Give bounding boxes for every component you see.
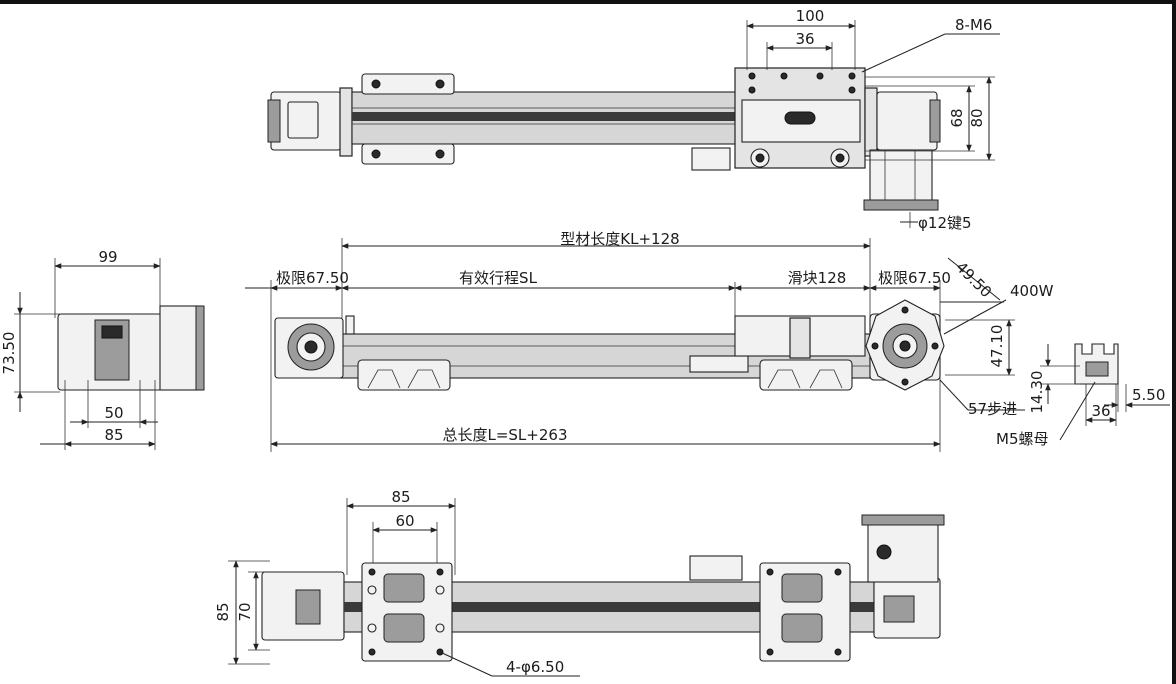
dim-top-36: 36 [795, 30, 814, 48]
top-frame-border [0, 0, 1176, 4]
bottom-left-slot [295, 589, 321, 625]
bottom-rail-slot [344, 602, 874, 612]
bottom-sensor [689, 555, 743, 581]
label-motor-stepper: 57步进 [968, 400, 1017, 418]
label-holes: 4-φ6.50 [506, 658, 564, 676]
top-motor-body [869, 149, 933, 205]
dim-slider: 滑块128 [788, 269, 847, 287]
front-foot-left [357, 359, 451, 391]
front-left-stop [345, 315, 355, 335]
dim-section-36: 36 [1091, 402, 1110, 420]
dim-limit-left: 极限67.50 [276, 269, 349, 287]
label-m5-nut: M5螺母 [996, 430, 1049, 448]
dim-left-99: 99 [98, 248, 117, 266]
label-motor-power: 400W [1010, 282, 1054, 300]
left-block [101, 325, 123, 339]
label-shaft-key: φ12键5 [918, 214, 972, 232]
left-motor-flange [195, 305, 205, 391]
bottom-motor-knob [876, 544, 892, 560]
section-view [1040, 343, 1170, 441]
top-right-plate [864, 87, 878, 157]
dim-bottom-60: 60 [395, 512, 414, 530]
bottom-right-slot [883, 595, 915, 623]
label-8m6: 8-M6 [955, 16, 992, 34]
dim-section-14-30: 14.30 [1028, 371, 1046, 414]
front-sensor [689, 355, 749, 373]
top-rail-slot [352, 112, 872, 121]
dim-left-50: 50 [104, 404, 123, 422]
section-core [1085, 361, 1109, 377]
bottom-motor-flange [861, 514, 945, 526]
top-motor-flange [863, 199, 939, 211]
dim-bottom-70: 70 [236, 602, 254, 621]
bottom-view [228, 498, 945, 677]
dim-bottom-85-v: 85 [214, 602, 232, 621]
left-view [14, 258, 205, 450]
dim-top-100: 100 [796, 7, 825, 25]
dim-47-10: 47.10 [988, 325, 1006, 368]
dim-total-length: 总长度L=SL+263 [442, 426, 567, 444]
dim-profile-length: 型材长度KL+128 [560, 230, 679, 248]
top-sensor-block [691, 147, 731, 171]
top-clamp-upper [361, 73, 455, 95]
dim-top-68: 68 [948, 108, 966, 127]
top-clamp-lower [361, 143, 455, 165]
top-left-flange [267, 99, 281, 143]
top-carriage-slot [784, 111, 816, 125]
front-view [245, 238, 1025, 452]
dim-49-50: 49.50 [952, 258, 995, 301]
dim-left-85: 85 [104, 426, 123, 444]
top-left-bracket [287, 101, 319, 139]
dim-limit-right: 极限67.50 [878, 269, 951, 287]
left-motor [159, 305, 201, 391]
front-foot-right [759, 359, 853, 391]
dim-bottom-85: 85 [391, 488, 410, 506]
top-view [267, 20, 1000, 228]
front-carriage-clip [789, 317, 811, 359]
dim-left-73-50: 73.50 [0, 332, 18, 375]
dim-top-80: 80 [968, 108, 986, 127]
right-frame-border [1172, 0, 1176, 684]
top-left-plate [339, 87, 353, 157]
dim-stroke: 有效行程SL [459, 269, 538, 287]
top-right-endcap [876, 91, 938, 151]
top-right-flange [929, 99, 941, 143]
dim-section-5-50: 5.50 [1132, 386, 1165, 404]
